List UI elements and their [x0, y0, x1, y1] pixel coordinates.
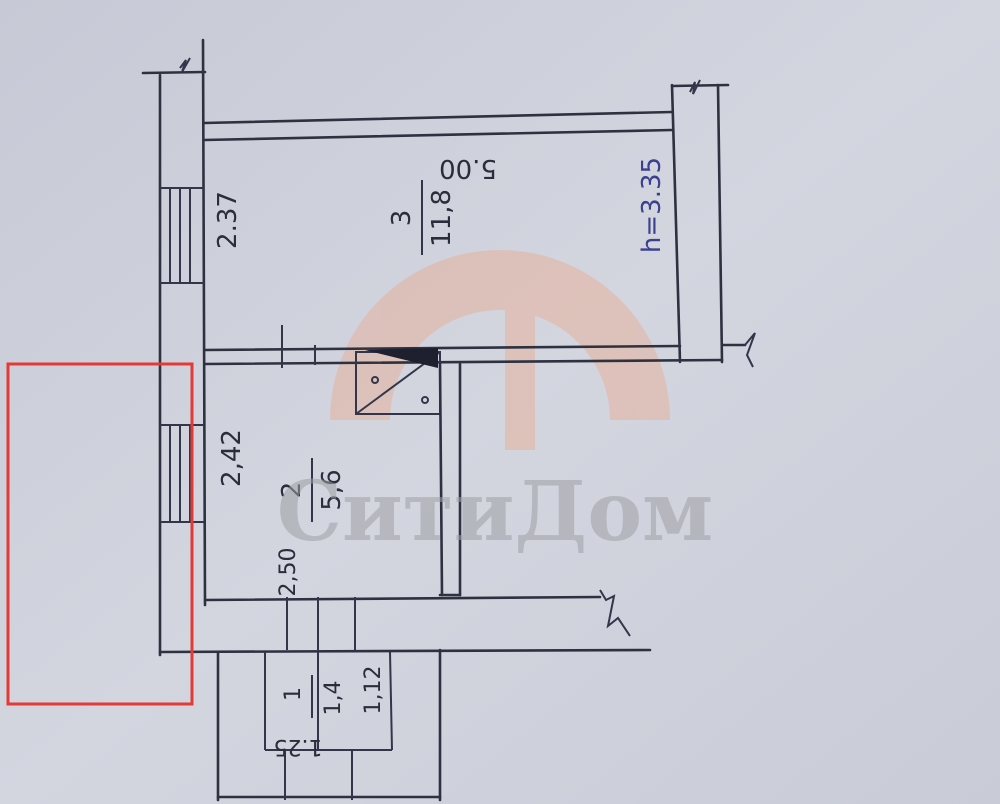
room1-labels: 1 1,4 1,12 1.25: [274, 666, 386, 759]
room2-length: 2,42: [217, 429, 247, 487]
room3-length: 2.37: [213, 191, 243, 249]
room1-number: 1: [281, 687, 306, 701]
top-wall: [202, 110, 674, 142]
room2-right-wall: [438, 362, 462, 597]
room3-labels: 5.00 2.37 3 11,8 h=3.35: [213, 153, 667, 255]
room1-area: 1,4: [321, 681, 346, 716]
middle-partition: [203, 325, 724, 368]
room3-area: 11,8: [427, 189, 457, 247]
window-top: [160, 187, 204, 284]
room2-number: 2: [277, 482, 307, 499]
room1-walls: [216, 648, 442, 802]
room1-length: 1,12: [361, 666, 386, 715]
highlight-box: [6, 362, 194, 706]
room3-number: 3: [387, 210, 417, 227]
watermark-text: СитиДом: [277, 464, 714, 560]
watermark-logo-bar: [505, 300, 535, 450]
room2-labels: 2,42 2 5,6 2,50: [217, 429, 347, 596]
watermark-logo-arc: [330, 250, 670, 420]
room2-area: 5,6: [317, 469, 347, 510]
window-bottom: [160, 424, 204, 523]
right-wall: [670, 79, 756, 368]
room3-height: h=3.35: [637, 157, 667, 253]
room3-width: 5.00: [439, 153, 497, 183]
watermark-logo: [330, 250, 670, 450]
room1-width: 1.25: [274, 734, 323, 759]
bottom-wall: [203, 589, 631, 650]
room2-width: 2,50: [276, 548, 301, 597]
